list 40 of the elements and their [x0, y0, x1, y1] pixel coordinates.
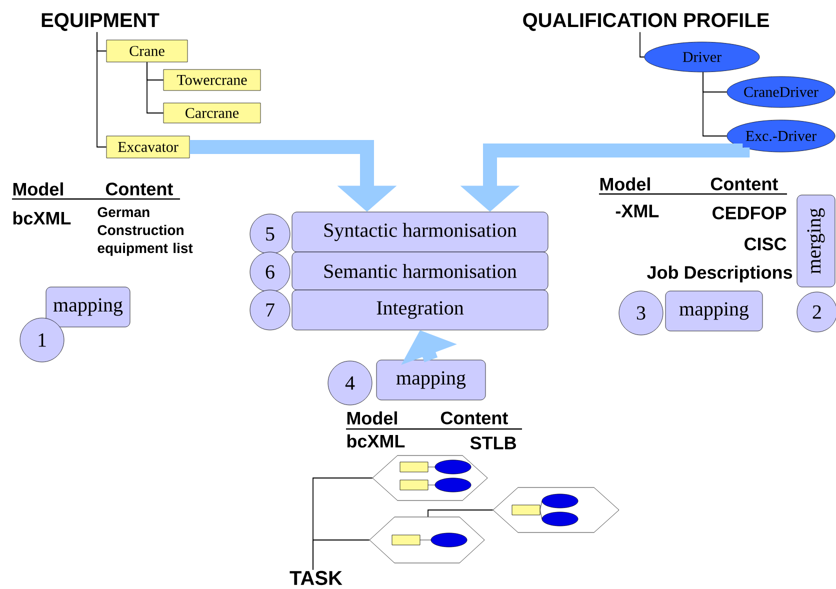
class-box: Carcrane	[163, 102, 261, 124]
tree-connector	[640, 32, 645, 58]
tree-connector	[96, 32, 107, 148]
table-text: CISC	[744, 238, 786, 250]
hexagon-drawing	[372, 455, 488, 501]
class-box: Towercrane	[163, 69, 261, 91]
tree-connector	[428, 510, 494, 518]
heading: EQUIPMENT	[42, 13, 160, 31]
table-text: Model	[347, 411, 397, 425]
table-text: Model	[600, 177, 650, 191]
step-number: 1	[20, 318, 64, 362]
table-text: -XML	[616, 204, 659, 218]
hexagon-drawing	[492, 487, 620, 533]
table-text: STLB	[470, 436, 516, 450]
process-box: mapping	[376, 360, 486, 400]
heading: TASK	[290, 570, 342, 586]
heading: QUALIFICATION PROFILE	[523, 13, 769, 31]
step-number: 5	[250, 214, 290, 254]
process-box: merging	[796, 194, 836, 288]
tree-connector	[312, 540, 370, 570]
table-text: Content	[710, 178, 778, 190]
table-text: Content	[440, 412, 508, 424]
hexagon-drawing	[369, 516, 485, 564]
table-text: Content	[106, 182, 173, 196]
class-box: Excavator	[106, 136, 190, 158]
class-box: Crane	[106, 40, 188, 62]
step-number: 2	[796, 292, 836, 332]
table-text: bcXML	[347, 434, 405, 448]
step-number: 3	[618, 290, 664, 336]
tree-connector	[702, 72, 728, 136]
process-box: mapping	[665, 290, 763, 332]
step-number: 7	[250, 290, 290, 330]
table-text: German Construction equipment list	[98, 207, 193, 256]
process-box: mapping	[46, 286, 130, 328]
tree-connector	[146, 62, 164, 114]
step-number: 4	[328, 360, 372, 406]
table-text: bcXML	[13, 211, 71, 225]
step-number: 6	[250, 252, 290, 292]
table-text: Model	[13, 182, 63, 196]
table-text: Job Descriptions	[647, 266, 792, 282]
